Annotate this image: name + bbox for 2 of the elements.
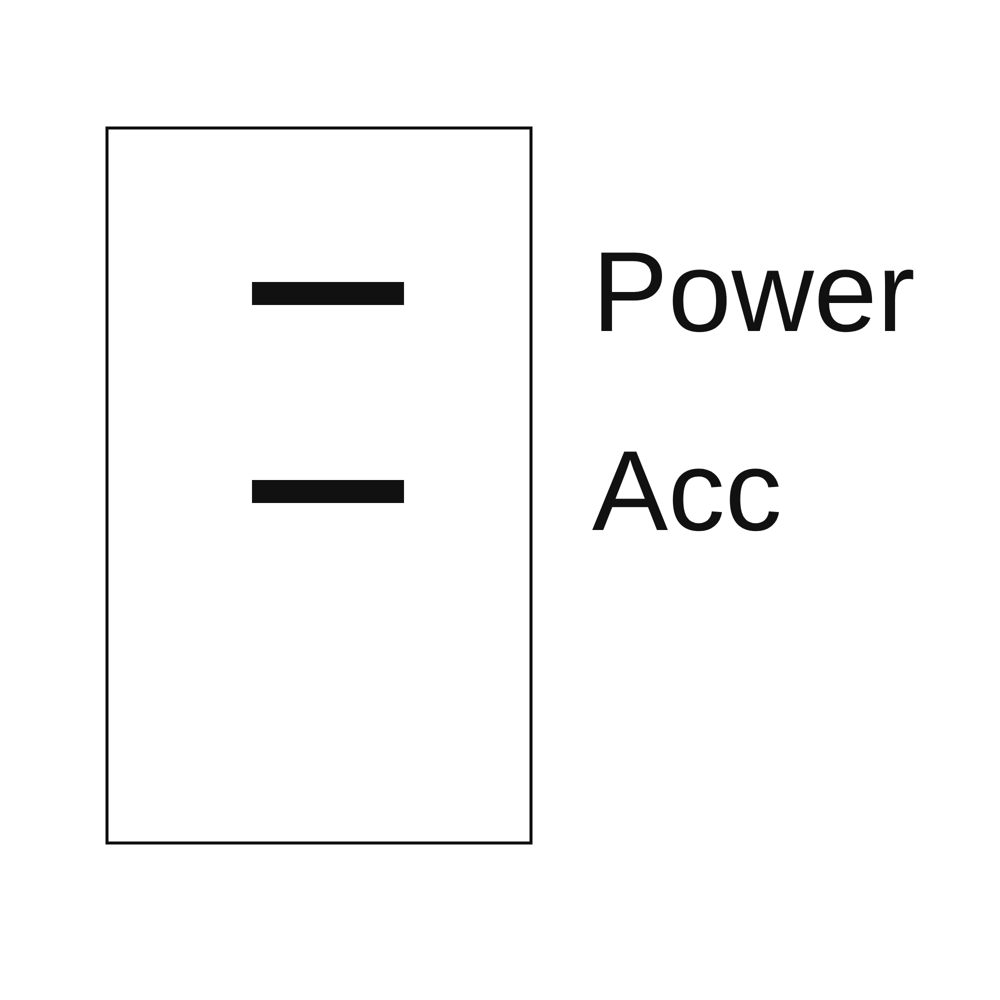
pin-label: Power bbox=[592, 236, 916, 350]
pin-label: Acc bbox=[592, 435, 782, 549]
